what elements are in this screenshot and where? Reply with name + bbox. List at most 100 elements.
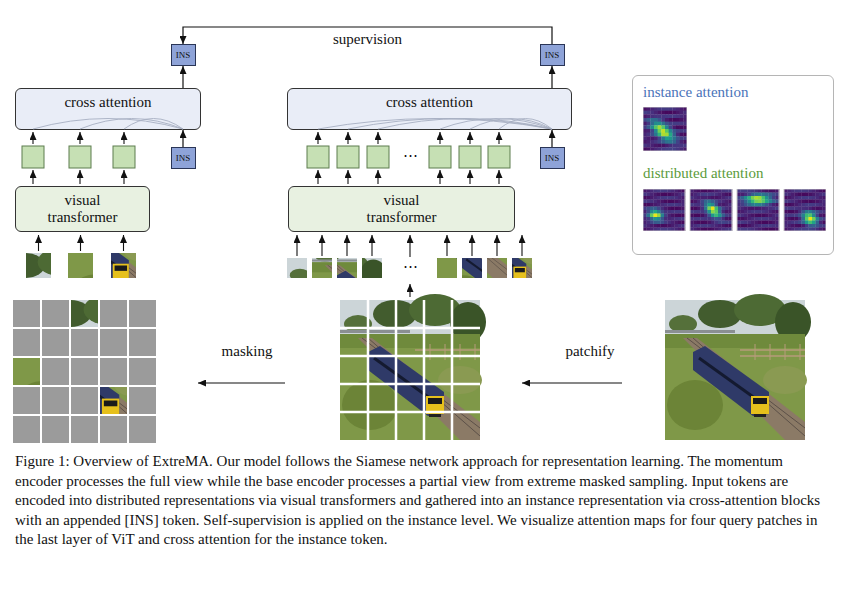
flow-arrow bbox=[469, 170, 470, 184]
flow-arrow bbox=[439, 170, 440, 184]
flow-arrow bbox=[317, 170, 318, 184]
masked-patch bbox=[129, 416, 156, 443]
image-patch bbox=[312, 234, 416, 338]
masked-patch bbox=[71, 329, 98, 356]
flow-arrow bbox=[377, 170, 378, 184]
ellipsis: ⋯ bbox=[403, 258, 418, 275]
flow-arrow bbox=[446, 235, 447, 256]
patch-grid-line bbox=[340, 355, 480, 358]
instance-token: INS bbox=[540, 44, 565, 66]
masked-patch bbox=[42, 358, 69, 385]
masked-patch bbox=[129, 300, 156, 327]
token-square bbox=[307, 146, 329, 168]
cross-attention-box: cross attention bbox=[287, 88, 572, 130]
flow-arrow bbox=[347, 170, 348, 184]
flow-arrow bbox=[409, 235, 410, 257]
legend-heading: distributed attention bbox=[643, 165, 763, 182]
instance-token: INS bbox=[171, 44, 196, 66]
connector bbox=[182, 130, 183, 147]
masked-patch bbox=[13, 329, 40, 356]
masked-patch bbox=[71, 358, 98, 385]
edge-label: supervision bbox=[330, 31, 405, 48]
connector bbox=[551, 66, 552, 88]
step-label: masking bbox=[222, 343, 273, 360]
flow-arrow bbox=[80, 235, 81, 251]
box-label: INS bbox=[545, 153, 560, 163]
patchified-image bbox=[340, 294, 486, 440]
flow-arrow bbox=[317, 132, 318, 144]
box-label: INS bbox=[176, 153, 191, 163]
masked-patch bbox=[42, 329, 69, 356]
patch-grid-line bbox=[395, 300, 398, 440]
instance-token: INS bbox=[171, 147, 196, 169]
token-square bbox=[22, 146, 44, 168]
patch-grid-line bbox=[451, 300, 454, 440]
flow-arrow bbox=[469, 132, 470, 144]
box-label: INS bbox=[545, 50, 560, 60]
instance-token: INS bbox=[540, 147, 565, 169]
flow-arrow bbox=[498, 132, 499, 144]
token-square bbox=[337, 146, 359, 168]
masked-patch bbox=[71, 416, 98, 443]
flow-arrow bbox=[79, 170, 80, 184]
flow-arrow bbox=[123, 132, 124, 144]
cross-attention-box: cross attention bbox=[15, 88, 201, 130]
token-square bbox=[113, 146, 135, 168]
attention-map bbox=[643, 189, 826, 231]
transformer-box: visual transformer bbox=[288, 186, 515, 232]
patch-grid-line bbox=[340, 383, 480, 386]
masked-patch bbox=[100, 329, 127, 356]
flow-arrow bbox=[32, 132, 33, 144]
patch-grid-line bbox=[367, 300, 370, 440]
flow-arrow bbox=[32, 170, 33, 184]
masked-patch bbox=[100, 358, 127, 385]
flow-arrow bbox=[321, 235, 322, 256]
box-label: cross attention bbox=[64, 94, 151, 111]
flow-arrow bbox=[123, 170, 124, 184]
flow-arrow bbox=[521, 235, 522, 256]
transformer-box: visual transformer bbox=[15, 186, 150, 232]
flow-arrow bbox=[496, 235, 497, 256]
masked-patch bbox=[129, 387, 156, 414]
token-square bbox=[367, 146, 389, 168]
figure-caption: Figure 1: Overview of ExtreMA. Our model… bbox=[15, 452, 830, 550]
token-square bbox=[459, 146, 481, 168]
masked-patch bbox=[100, 416, 127, 443]
token-square bbox=[429, 146, 451, 168]
image-patch bbox=[317, 234, 421, 338]
flow-arrow bbox=[79, 132, 80, 144]
flow-arrow bbox=[123, 235, 124, 251]
flow-arrow bbox=[296, 235, 297, 256]
flow-arrow bbox=[522, 382, 622, 383]
flow-arrow bbox=[409, 284, 410, 297]
masked-patch bbox=[13, 300, 40, 327]
connector bbox=[551, 130, 552, 147]
masked-patch bbox=[13, 387, 40, 414]
connector bbox=[182, 66, 183, 88]
attention-map bbox=[643, 107, 687, 151]
masked-patch bbox=[71, 387, 98, 414]
step-label: patchify bbox=[565, 343, 614, 360]
box-label: visual transformer bbox=[354, 192, 450, 227]
flow-arrow bbox=[38, 235, 39, 251]
box-label: cross attention bbox=[386, 94, 473, 111]
masked-patch bbox=[42, 387, 69, 414]
masked-patch bbox=[42, 416, 69, 443]
masked-patch bbox=[129, 329, 156, 356]
flow-arrow bbox=[498, 170, 499, 184]
masked-patch bbox=[129, 358, 156, 385]
legend-entry: instance attention bbox=[643, 84, 748, 151]
patch-grid-line bbox=[340, 411, 480, 414]
legend-heading: instance attention bbox=[643, 84, 748, 101]
ellipsis: ⋯ bbox=[403, 147, 418, 164]
flow-arrow bbox=[377, 132, 378, 144]
input-image bbox=[665, 294, 811, 440]
masked-patch bbox=[42, 300, 69, 327]
illustration-layer bbox=[0, 132, 811, 443]
token-square bbox=[69, 146, 91, 168]
masked-patch bbox=[13, 416, 40, 443]
box-label: INS bbox=[176, 50, 191, 60]
legend-panel: instance attention distributed attention bbox=[632, 75, 834, 255]
flow-arrow bbox=[347, 132, 348, 144]
